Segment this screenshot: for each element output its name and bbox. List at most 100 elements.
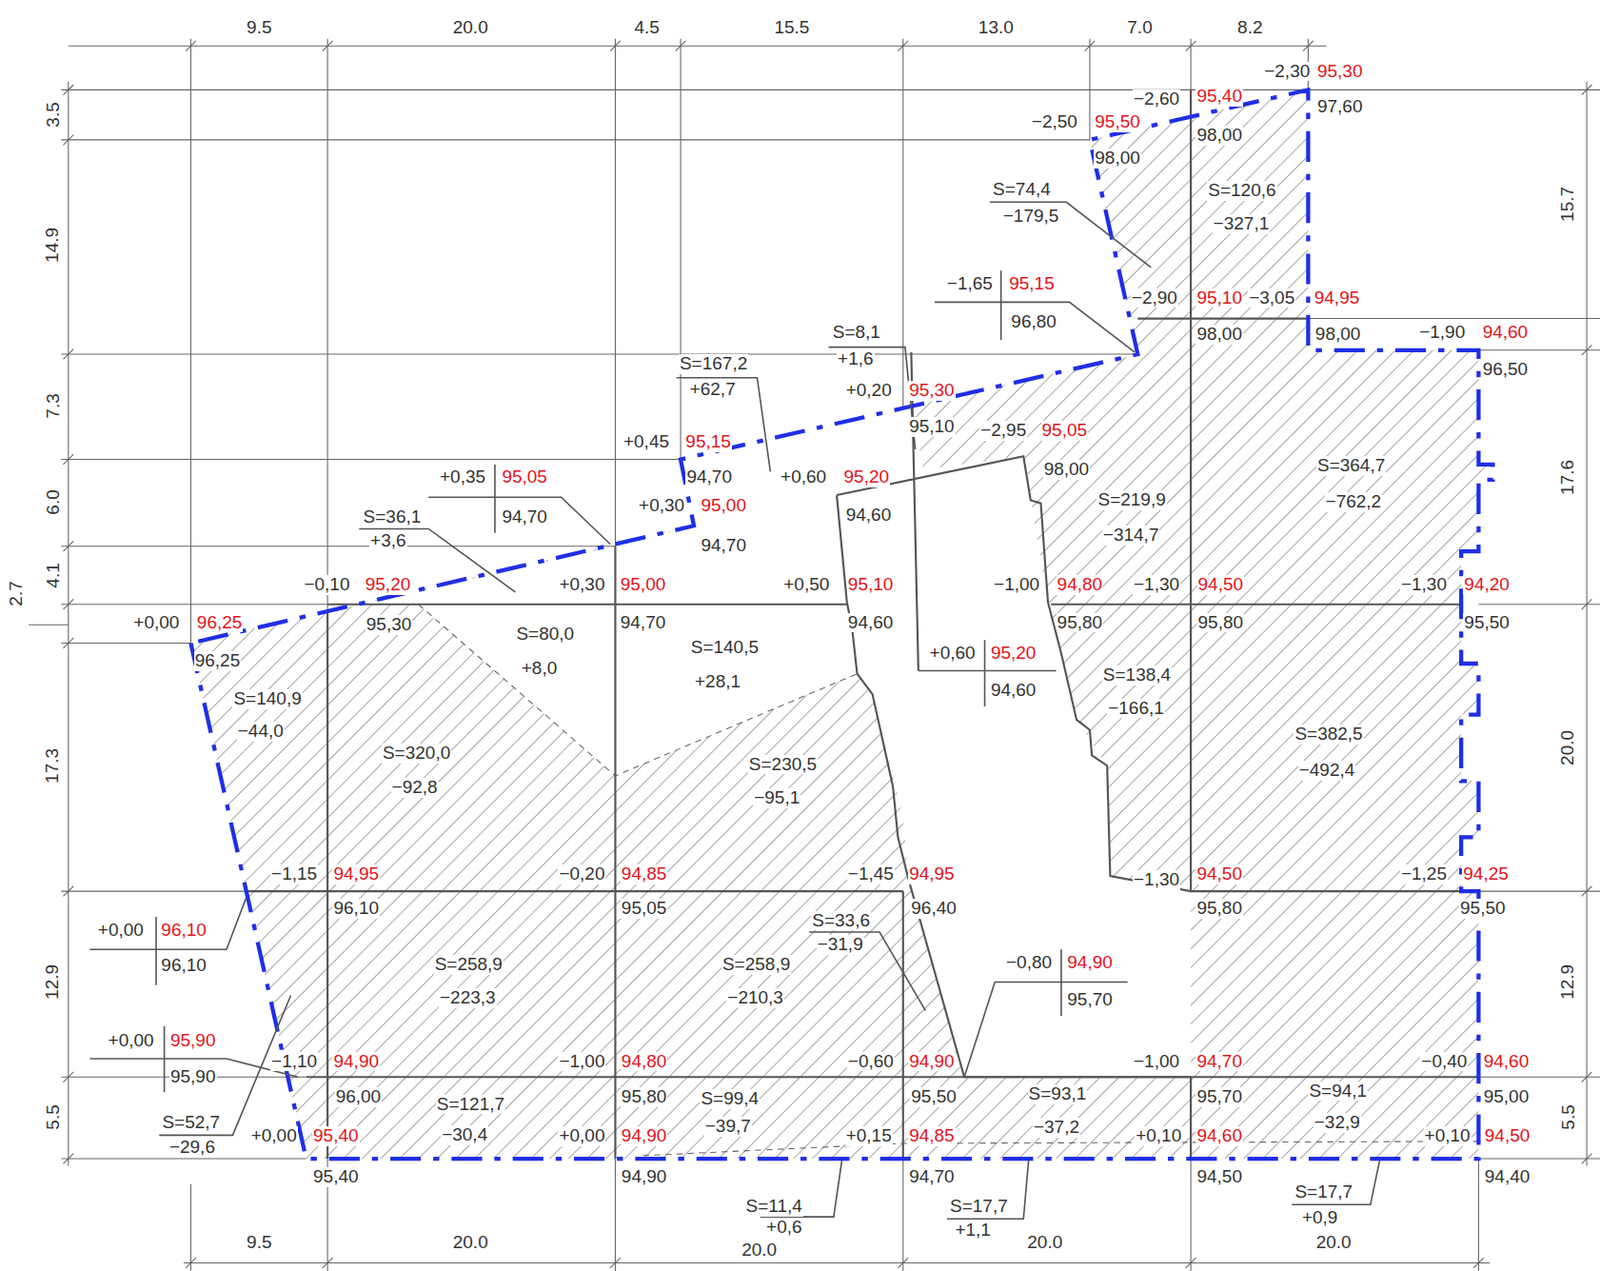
dimension-label: 7.0 [1125,18,1153,39]
elevation-mark: −1,90 [1418,322,1466,343]
elevation-mark: +0,30 [557,574,606,595]
elevation-mark: 94,70 [619,612,668,633]
area-volume-label: S=258,9 [721,954,791,975]
dimension-label: 20.0 [1315,1232,1353,1253]
dimension-label: 4.1 [42,561,63,589]
elevation-mark: 95,90 [169,1066,218,1087]
area-volume-label: S=36,1 [362,507,423,528]
design-elevation: 95,15 [1007,274,1056,295]
area-volume-label: S=320,0 [381,743,452,764]
dimension-label: 9.5 [245,1232,273,1253]
area-volume-label: +3,6 [369,531,408,552]
area-volume-label: −327,1 [1212,214,1271,235]
design-elevation: 94,50 [1195,864,1244,885]
design-elevation: 95,20 [364,574,413,595]
elevation-mark: 95,30 [365,614,414,635]
elevation-mark: −1,00 [557,1051,606,1072]
area-volume-label: −29,6 [168,1137,217,1158]
dimension-label: 12.9 [1558,963,1579,1001]
elevation-mark: −0,10 [302,574,351,595]
design-elevation: 95,00 [699,495,748,516]
dimension-label: 20.0 [452,18,490,39]
elevation-mark: 95,40 [312,1166,360,1187]
elevation-mark: −2,95 [979,420,1028,441]
elevation-mark: 97,60 [1316,97,1364,118]
elevation-mark: +0,35 [438,467,487,488]
area-volume-label: S=140,9 [232,689,302,710]
elevation-mark: −2,60 [1132,89,1181,110]
elevation-mark: 98,00 [1195,324,1244,345]
elevation-mark: 96,80 [1009,312,1058,333]
area-volume-label: S=120,6 [1206,180,1277,201]
area-volume-label: S=382,5 [1293,724,1363,745]
dimension-label: 15.5 [772,18,810,39]
elevation-mark: +0,00 [557,1125,606,1146]
area-volume-label: S=33,6 [810,910,871,931]
design-elevation: 94,25 [1461,864,1510,885]
design-elevation: 94,80 [1056,574,1105,595]
elevation-mark: −1,30 [1132,869,1181,890]
elevation-mark: −0,80 [1005,952,1053,973]
area-volume-label: S=219,9 [1096,490,1166,511]
area-volume-label: +62,7 [689,379,737,400]
area-volume-label: −39,7 [704,1116,752,1137]
area-volume-label: S=17,7 [1293,1182,1354,1203]
area-volume-label: S=99,4 [699,1088,760,1109]
design-elevation: 94,70 [1195,1051,1244,1072]
area-volume-label: S=80,0 [514,624,575,645]
design-elevation: 94,90 [620,1125,669,1146]
area-volume-label: −166,1 [1106,698,1166,719]
elevation-mark: +0,30 [637,495,686,516]
design-elevation: 94,60 [1481,322,1530,343]
elevation-mark: 98,00 [1195,125,1244,146]
site-boundary [190,89,1493,1159]
elevation-mark: 95,80 [1197,612,1245,633]
dimension-label: 5.5 [42,1104,63,1131]
area-volume-label: −762,2 [1324,492,1383,513]
elevation-mark: 94,90 [620,1166,669,1187]
dimension-label: 20.0 [452,1232,490,1253]
area-volume-label: −37,2 [1032,1117,1081,1138]
design-elevation: 94,95 [908,864,956,885]
dimension-label: 2.7 [6,580,27,608]
dimension-label: 5.5 [1558,1104,1579,1131]
dimension-label: 20.0 [1026,1232,1064,1253]
elevation-mark: 95,70 [1195,1086,1244,1107]
area-volume-label: S=167,2 [678,354,749,375]
elevation-mark: 96,25 [194,651,242,672]
dimension-label: 3.5 [42,100,63,128]
dimension-label: 14.9 [42,226,63,264]
design-elevation: 94,60 [1482,1051,1531,1072]
design-elevation: 94,95 [332,864,380,885]
dimension-label: 20.0 [740,1240,778,1261]
elevation-mark: 94,40 [1483,1166,1532,1187]
elevation-mark: 94,50 [1195,1166,1244,1187]
elevation-mark: +0,60 [779,467,828,488]
elevation-mark: −0,40 [1420,1051,1468,1072]
dimension-label: 6.0 [42,488,63,515]
elevation-mark: 95,50 [909,1086,958,1107]
area-volume-label: S=140,5 [690,637,760,658]
area-volume-label: S=121,7 [435,1094,506,1115]
elevation-mark: 94,60 [989,680,1038,701]
elevation-mark: 96,40 [909,898,958,919]
design-elevation: 95,15 [684,432,732,453]
elevation-mark: −0,20 [557,864,606,885]
design-elevation: 94,95 [1313,288,1362,309]
elevation-mark: 94,70 [908,1166,956,1187]
area-volume-label: −179,5 [1002,206,1061,227]
area-volume-label: −44,0 [237,721,285,742]
elevation-mark: 95,00 [1482,1086,1531,1107]
elevation-mark: 94,70 [699,535,748,556]
elevation-mark: +0,00 [107,1030,156,1051]
design-elevation: 95,40 [1195,86,1244,107]
elevation-mark: 98,00 [1043,459,1091,480]
elevation-mark: 98,00 [1093,148,1142,169]
design-elevation: 95,00 [619,574,668,595]
elevation-mark: 96,00 [335,1086,383,1107]
leader-lines [89,201,1380,1219]
elevation-mark: −1,65 [946,274,994,295]
area-volume-label: S=93,1 [1027,1084,1088,1105]
cut-hatching [190,89,1493,1159]
